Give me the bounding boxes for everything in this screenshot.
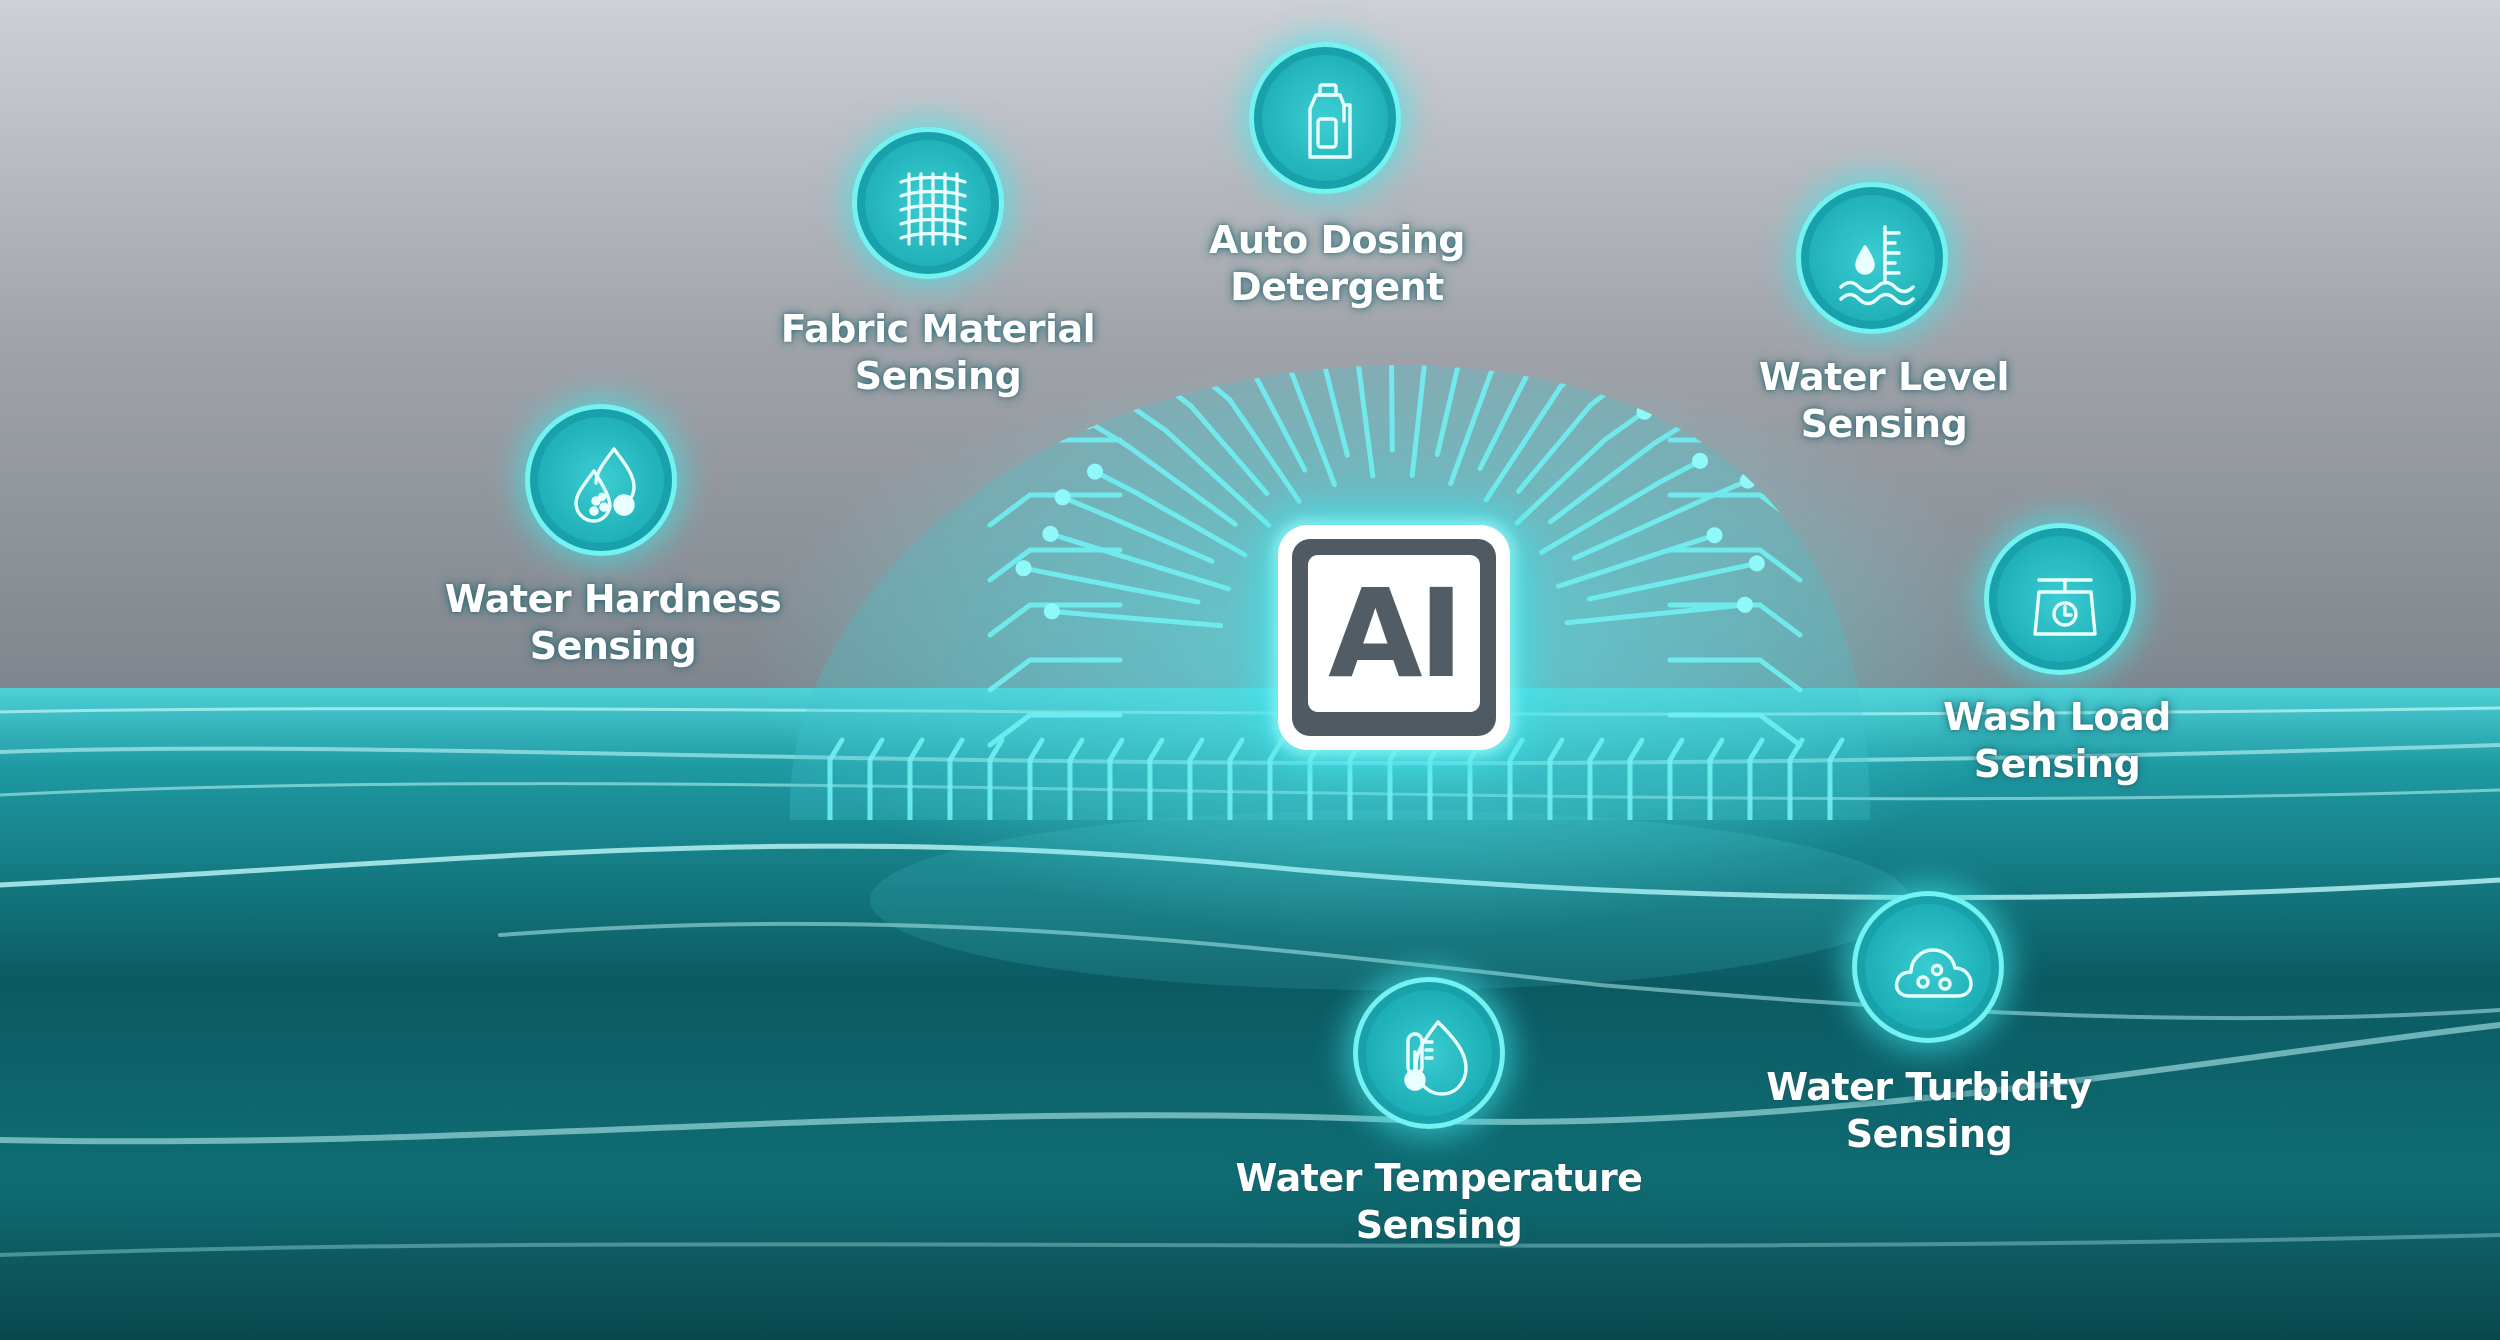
circuit-pad [1054, 489, 1071, 506]
circuit-trace [1667, 547, 1803, 583]
wash-load-label-line-1: Wash Load [1943, 695, 2171, 739]
weighing-scale-icon [2033, 578, 2097, 636]
water-level-label-line-1: Water Level [1758, 355, 2010, 399]
circuit-trace [1667, 657, 1803, 693]
circuit-pad [1692, 452, 1708, 469]
circuit-trace [1243, 365, 1337, 488]
circuit-trace [1747, 737, 1765, 820]
circuit-trace [1483, 365, 1604, 503]
auto-dosing-label-line-2: Detergent [1230, 265, 1444, 309]
circuit-trace [1021, 565, 1201, 605]
circuit-pad [1748, 555, 1765, 572]
wash-load-label: Wash Load Sensing [1837, 694, 2277, 788]
fabric-material-label: Fabric Material Sensing [718, 306, 1158, 400]
circuit-trace [1084, 418, 1238, 527]
fabric-material-label-line-1: Fabric Material [780, 307, 1096, 351]
ai-badge-screen: AI [1308, 555, 1480, 712]
ai-chip-badge: AI [1278, 525, 1510, 750]
fabric-weave-icon [899, 172, 967, 246]
circuit-trace [1667, 712, 1803, 748]
circuit-trace [1507, 737, 1525, 820]
circuit-trace [1187, 737, 1205, 820]
water-temperature-label-line-1: Water Temperature [1235, 1156, 1643, 1200]
circuit-trace [1060, 494, 1215, 564]
detergent-bottle-icon [1308, 83, 1352, 159]
circuit-trace [1448, 365, 1534, 487]
circuit-trace [1348, 365, 1395, 453]
water-hardness-label-line-2: Sensing [529, 624, 697, 668]
circuit-trace [987, 657, 1123, 693]
circuit-trace [1107, 737, 1125, 820]
circuit-trace [1267, 737, 1285, 820]
circuit-trace [1202, 365, 1308, 473]
water-temperature-label: Water Temperature Sensing [1219, 1155, 1659, 1249]
circuit-trace [1227, 737, 1245, 820]
water-turbidity-label-line-2: Sensing [1845, 1112, 2013, 1156]
circuit-trace [1122, 399, 1272, 528]
cloud-particles-icon [1894, 948, 1973, 998]
fabric-material-node [852, 127, 1004, 279]
water-level-gauge-icon [1839, 225, 1915, 306]
circuit-pad [1706, 527, 1723, 544]
circuit-pad [1015, 560, 1032, 577]
circuit-trace [987, 602, 1123, 638]
auto-dosing-node [1249, 42, 1401, 194]
circuit-pad [1043, 603, 1060, 620]
circuit-trace [1409, 365, 1470, 479]
circuit-trace [1067, 737, 1085, 820]
circuit-trace [1147, 737, 1165, 820]
water-turbidity-label: Water Turbidity Sensing [1709, 1064, 2149, 1158]
circuit-trace [1092, 469, 1248, 558]
circuit-trace [987, 737, 1005, 820]
circuit-trace [1667, 737, 1685, 820]
circuit-trace [1027, 737, 1045, 820]
circuit-trace [987, 547, 1123, 583]
water-level-label-line-2: Sensing [1800, 402, 1968, 446]
auto-dosing-label-line-1: Auto Dosing [1208, 218, 1466, 262]
water-level-node [1796, 182, 1948, 334]
circuit-pad [1736, 596, 1753, 613]
water-level-label: Water Level Sensing [1664, 354, 2104, 448]
circuit-trace [1047, 531, 1231, 592]
circuit-pad [1042, 525, 1059, 542]
wash-load-label-line-2: Sensing [1973, 742, 2141, 786]
thermometer-drop-icon [1404, 1020, 1468, 1096]
circuit-trace [1049, 608, 1224, 629]
circuit-trace [1477, 365, 1580, 471]
circuit-trace [1277, 365, 1350, 458]
water-temperature-node [1353, 977, 1505, 1129]
water-hardness-node [525, 404, 677, 556]
circuit-trace [1707, 737, 1725, 820]
fabric-material-label-line-2: Sensing [854, 354, 1022, 398]
circuit-trace [1827, 737, 1845, 820]
circuit-trace [1314, 365, 1376, 479]
water-turbidity-node [1852, 891, 2004, 1043]
water-drops-icon [574, 447, 636, 523]
circuit-pad [1087, 463, 1103, 480]
water-temperature-label-line-2: Sensing [1355, 1203, 1523, 1247]
circuit-trace [1514, 409, 1647, 526]
circuit-trace [987, 712, 1123, 748]
circuit-trace [947, 737, 965, 820]
water-hardness-label: Water Hardness Sensing [393, 576, 833, 670]
circuit-trace [827, 737, 845, 820]
circuit-trace [1627, 737, 1645, 820]
circuit-trace [1572, 478, 1751, 561]
circuit-trace [1787, 737, 1805, 820]
ai-label: AI [1328, 562, 1464, 705]
ai-badge-inner: AI [1292, 539, 1496, 736]
water-hardness-label-line-1: Water Hardness [444, 577, 782, 621]
circuit-trace [1586, 560, 1760, 602]
circuit-trace [1539, 458, 1703, 555]
circuit-trace [1434, 365, 1506, 457]
auto-dosing-label: Auto Dosing Detergent [1117, 217, 1557, 311]
water-turbidity-label-line-1: Water Turbidity [1766, 1065, 2092, 1109]
circuit-trace [907, 737, 925, 820]
wash-load-node [1984, 523, 2136, 675]
circuit-trace [1547, 737, 1565, 820]
circuit-trace [1587, 737, 1605, 820]
circuit-trace [867, 737, 885, 820]
circuit-trace [987, 492, 1123, 528]
circuit-trace [1667, 602, 1803, 638]
